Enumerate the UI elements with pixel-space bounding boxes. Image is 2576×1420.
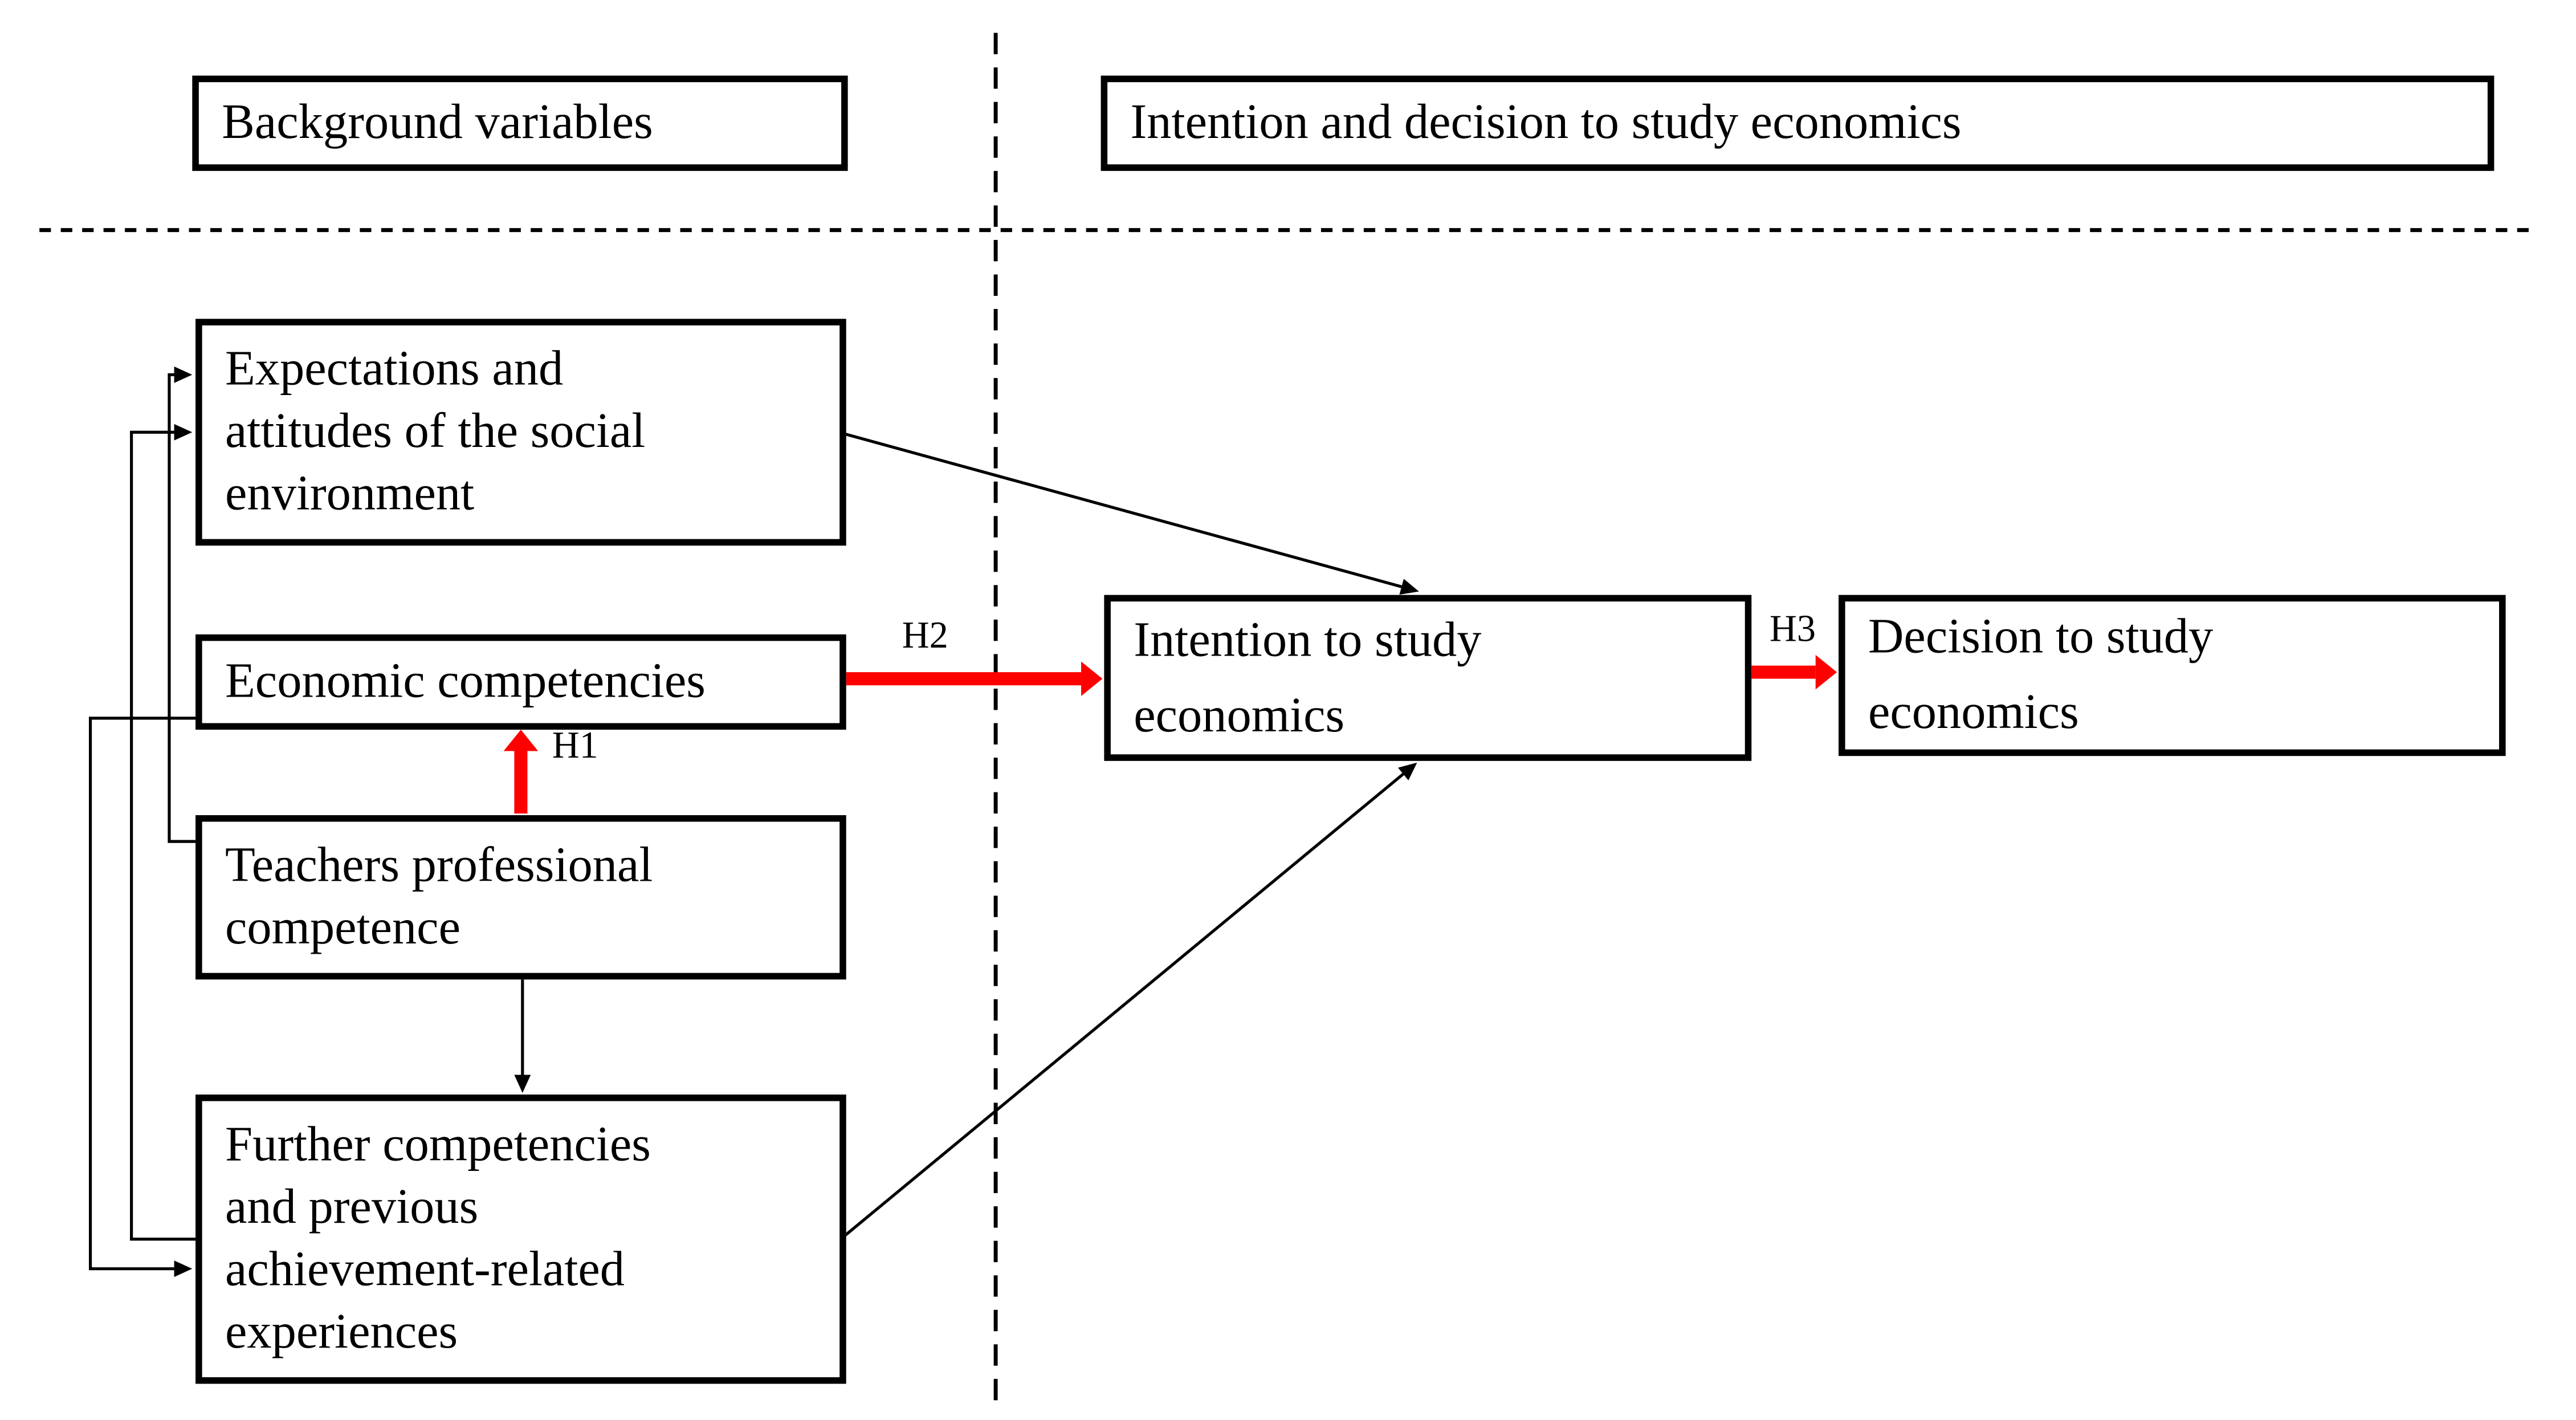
node-intention-to-study-economics: Intention to study economics	[1104, 595, 1752, 761]
edge-further-to-expectations	[130, 424, 196, 1241]
node-further-competencies: Further competencies and previous achiev…	[195, 1095, 846, 1384]
hypothesis-label-h3: H3	[1769, 608, 1816, 649]
node-expectations-attitudes: Expectations and attitudes of the social…	[195, 319, 846, 546]
region-title-background-variables: Background variables	[192, 75, 848, 171]
edge-further-to-intention	[843, 762, 1417, 1238]
node-economic-competencies: Economic competencies	[195, 634, 846, 730]
node-teachers-professional-competence: Teachers professional competence	[195, 815, 846, 980]
edge-economic-to-further	[88, 717, 196, 1277]
hypothesis-label-h2: H2	[902, 615, 948, 656]
node-decision-to-study-economics: Decision to study economics	[1839, 595, 2506, 756]
region-title-intention-decision: Intention and decision to study economic…	[1100, 75, 2495, 171]
edge-expectations-to-intention	[844, 432, 1419, 595]
edge-teachers-to-expectations	[168, 366, 196, 843]
hypothesis-label-h1: H1	[552, 725, 598, 766]
